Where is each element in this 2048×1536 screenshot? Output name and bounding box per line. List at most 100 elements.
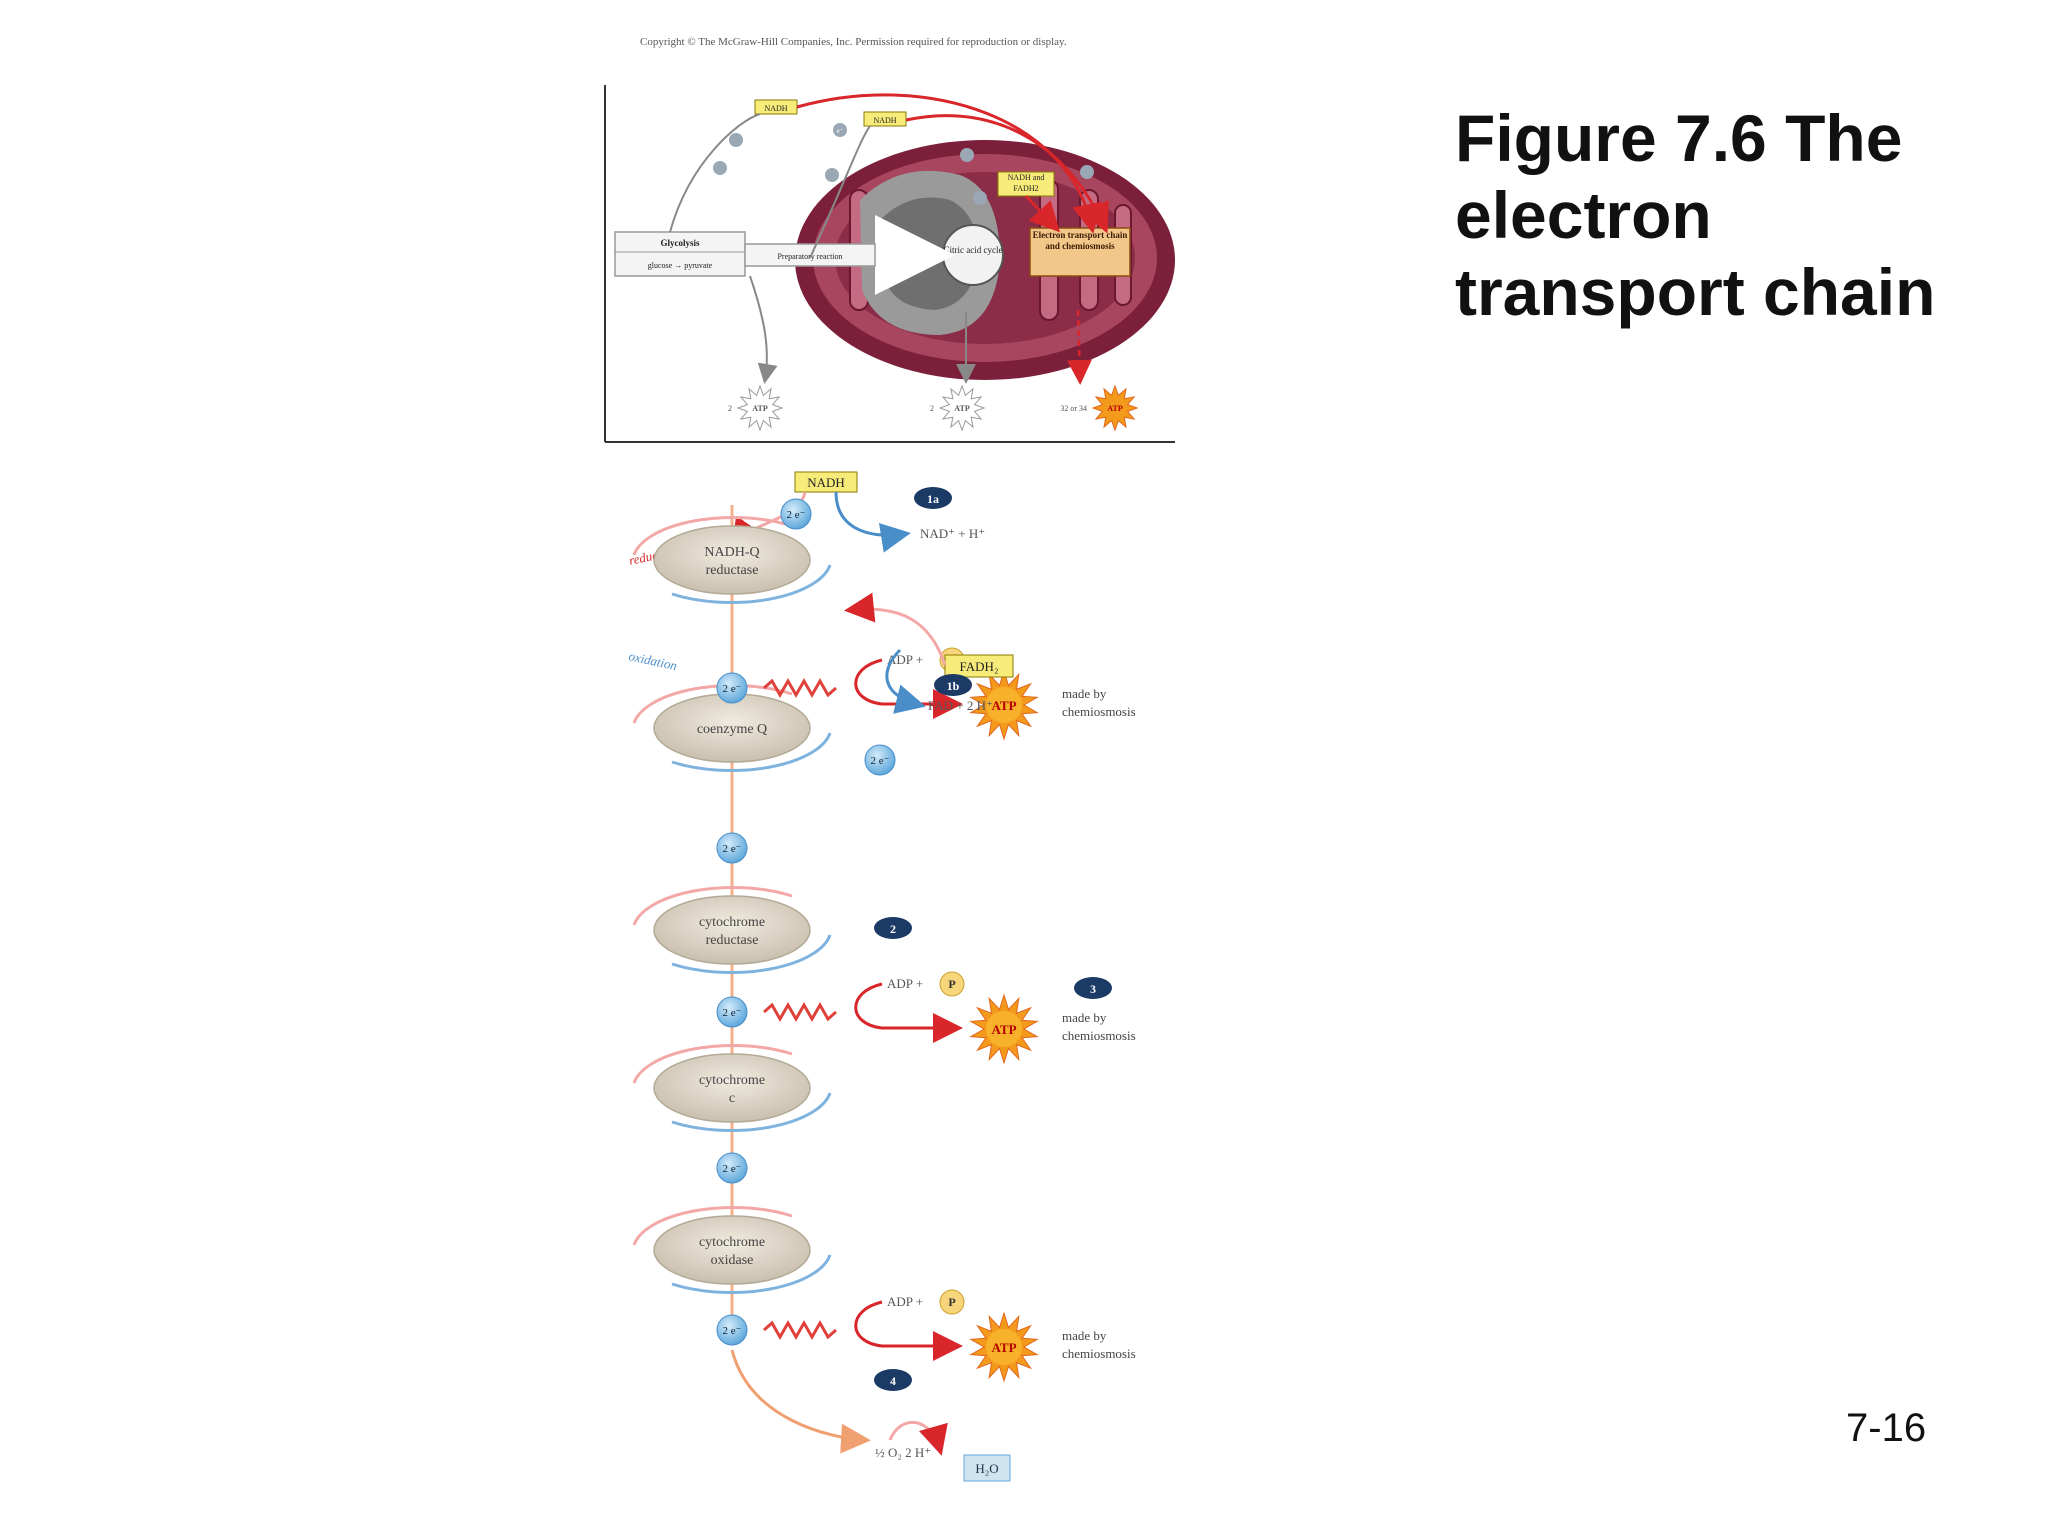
citric-acid-cycle-label: Citric acid cycle: [944, 245, 1003, 255]
phosphate-circle: [939, 971, 965, 997]
electrons-to-oxygen-arrow: [730, 1349, 871, 1454]
fad-plus-label: FAD + 2 H⁺: [928, 698, 993, 713]
electron-pair-7: 2 e⁻: [716, 1314, 748, 1346]
svg-text:1a: 1a: [927, 492, 939, 506]
made-by-label: made by: [1062, 686, 1107, 701]
prep-reaction-box: [744, 243, 876, 267]
svg-text:2: 2: [728, 404, 732, 413]
step-1b-badge: 1b: [934, 674, 972, 696]
nad-plus-label: NAD⁺ + H⁺: [920, 526, 985, 541]
energy-squiggle: [763, 677, 837, 699]
slide-title-line-3: transport chain: [1455, 255, 1936, 329]
glucose-pyruvate-label: glucose → pyruvate: [648, 261, 713, 270]
electron-transport-chain-figure: NADH NAD⁺ + H⁺ 1a reduction oxidation NA…: [627, 471, 1136, 1482]
atp-label: ATP: [991, 698, 1016, 713]
complex-body: [653, 525, 811, 595]
page-number: 7-16: [1846, 1406, 1927, 1450]
nadh-arrow-2: [905, 114, 1109, 234]
chemiosmosis-label: chemiosmosis: [1062, 1028, 1136, 1043]
nad-release-arrow: [834, 491, 911, 553]
svg-text:ATP: ATP: [752, 404, 768, 413]
adp-plus-label: ADP +: [887, 1294, 923, 1309]
electron-pair-5: 2 e⁻: [716, 996, 748, 1028]
chemiosmosis-label: chemiosmosis: [1062, 704, 1136, 719]
complex-body: [653, 1053, 811, 1123]
svg-text:ATP: ATP: [1107, 404, 1123, 413]
atp-formation-arrow: [854, 982, 963, 1043]
fadh2-label: FADH₂: [960, 659, 999, 674]
adp-plus-label: ADP +: [887, 976, 923, 991]
complex-label-line2: reductase: [706, 563, 759, 578]
electron-pair-3: 2 e⁻: [864, 744, 896, 776]
svg-text:4: 4: [890, 1374, 896, 1388]
svg-text:NADH: NADH: [764, 104, 787, 113]
svg-text:2: 2: [930, 404, 934, 413]
water-box: [963, 1454, 1011, 1482]
svg-text:2 e⁻: 2 e⁻: [723, 683, 742, 695]
electron-pair-2: 2 e⁻: [716, 672, 748, 704]
overview-atp-3: ATP 32 or 34: [1060, 384, 1139, 432]
glycolysis-atp-arrow: [749, 275, 778, 384]
water-label: H₂O: [975, 1461, 998, 1476]
svg-text:2: 2: [890, 922, 896, 936]
svg-text:2 e⁻: 2 e⁻: [723, 1325, 742, 1337]
svg-text:NADH: NADH: [873, 116, 896, 125]
etc-box-label: Electron transport chain and chemiosmosi…: [1032, 230, 1128, 251]
svg-text:2 e⁻: 2 e⁻: [871, 755, 890, 767]
nadh-box: [794, 471, 858, 493]
etc-box: [1029, 227, 1131, 277]
slide-title: Figure 7.6 The electron transport chain: [1455, 100, 2015, 331]
etc-atp-arrow: [1066, 309, 1092, 385]
complex-label-line1: NADH-Q: [704, 545, 759, 560]
atp-formation-arrow: [854, 1300, 963, 1361]
nadh-fadh2-label: [997, 171, 1055, 197]
electron-pair-6: 2 e⁻: [716, 1152, 748, 1184]
complex-body: [653, 1215, 811, 1285]
complex-label-line2: oxidase: [711, 1253, 754, 1268]
electron-pair-1: 2 e⁻: [780, 498, 812, 530]
atp-formation-arrow: [854, 658, 963, 719]
step-3-badge: 3: [1074, 977, 1112, 999]
fadh2-to-coq-arrow: [844, 592, 947, 666]
oxygen-label: ½ O₂ 2 H⁺: [875, 1445, 931, 1460]
slide-title-line-2: electron: [1455, 178, 1712, 252]
chemiosmosis-label: chemiosmosis: [1062, 1346, 1136, 1361]
complex-label-line1: cytochrome: [699, 1073, 765, 1088]
phosphate-circle: [939, 1289, 965, 1315]
complex-1: NADH-Q reductase: [632, 516, 832, 604]
phosphate-label: P: [948, 977, 955, 991]
svg-text:2 e⁻: 2 e⁻: [787, 509, 806, 521]
atp-synthesis-3: ADP + P ATP made by chemiosmosis: [763, 1289, 1136, 1383]
overview-atp-1: ATP 2: [728, 384, 784, 432]
complex-label-line1: cytochrome: [699, 1235, 765, 1250]
electron-dots: [713, 123, 1094, 205]
energy-squiggle: [763, 1001, 837, 1023]
complex-5: cytochrome oxidase: [632, 1206, 832, 1294]
svg-text:32 or 34: 32 or 34: [1060, 404, 1087, 413]
citric-acid-cycle-circle: [942, 224, 1004, 286]
fad-release-arrow: [885, 648, 926, 714]
mitochondrion-overview-figure: Citric acid cycle Electron transport cha…: [604, 85, 1175, 443]
step-1a-badge: 1a: [914, 487, 952, 509]
nadh-label: NADH: [807, 475, 845, 490]
slide-title-line-1: Figure 7.6 The: [1455, 101, 1903, 175]
copyright-notice: Copyright © The McGraw-Hill Companies, I…: [640, 36, 1067, 48]
svg-text:ATP: ATP: [954, 404, 970, 413]
step-2-badge: 2: [874, 917, 912, 939]
made-by-label: made by: [1062, 1328, 1107, 1343]
oxygen-to-water-arrow: [888, 1421, 948, 1456]
step-4-badge: 4: [874, 1369, 912, 1391]
svg-text:3: 3: [1090, 982, 1096, 996]
svg-text:2 e⁻: 2 e⁻: [723, 1163, 742, 1175]
svg-text:2 e⁻: 2 e⁻: [723, 1007, 742, 1019]
complex-2: coenzyme Q: [632, 684, 832, 772]
made-by-label: made by: [1062, 1010, 1107, 1025]
svg-text:e⁻: e⁻: [837, 127, 844, 135]
overview-atp-2: ATP 2: [930, 384, 986, 432]
svg-text:1b: 1b: [947, 679, 960, 693]
atp-label: ATP: [991, 1340, 1016, 1355]
phosphate-label: P: [948, 1295, 955, 1309]
